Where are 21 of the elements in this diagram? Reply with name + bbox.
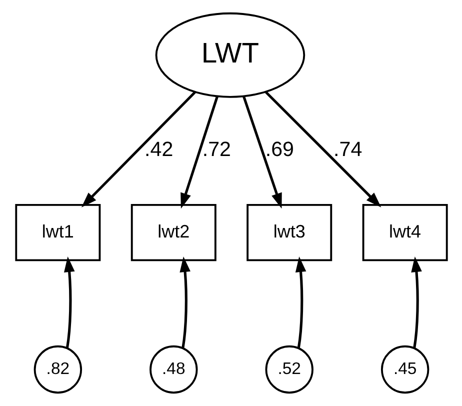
- arrow: [294, 256, 306, 348]
- node-box: lwt4: [362, 204, 448, 262]
- node-circle: .45: [380, 345, 429, 394]
- arrow: [264, 91, 381, 208]
- edge-label: .42: [144, 138, 173, 161]
- node-circle: .52: [264, 345, 313, 394]
- node-ellipse: LWT: [154, 12, 305, 98]
- arrow: [179, 256, 190, 348]
- node-box: lwt2: [130, 204, 216, 262]
- edge-label: .72: [202, 138, 231, 161]
- edge-label: .69: [264, 138, 294, 161]
- node-circle: .48: [149, 345, 198, 394]
- node-circle: .82: [33, 345, 82, 394]
- arrow: [63, 256, 74, 348]
- arrow: [242, 96, 282, 209]
- arrow: [80, 91, 196, 208]
- arrow: [410, 256, 422, 348]
- arrow: [180, 96, 218, 209]
- node-box: lwt3: [246, 204, 332, 262]
- edge-label: .74: [333, 138, 362, 161]
- node-box: lwt1: [14, 204, 100, 262]
